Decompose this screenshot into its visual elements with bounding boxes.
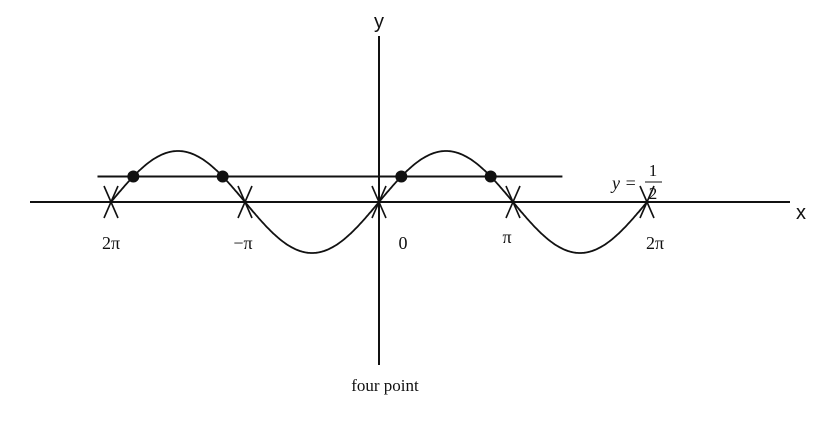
tick-label: 0 — [399, 233, 408, 253]
intersection-point — [395, 170, 408, 183]
tick-label: −π — [233, 233, 252, 253]
tick-label: 2π — [102, 233, 120, 253]
tick-label: π — [502, 227, 511, 247]
y-axis-label: y — [374, 11, 384, 33]
intersection-point — [484, 170, 497, 183]
tick-mark — [371, 185, 387, 219]
tick-label: 2π — [646, 233, 664, 253]
equation-lhs: y = — [610, 173, 637, 193]
intersection-point — [127, 170, 140, 183]
tick-mark — [505, 185, 521, 219]
equation-numerator: 1 — [649, 161, 658, 180]
equation-denominator: 2 — [649, 184, 658, 203]
tick-mark — [237, 185, 253, 219]
tick-mark — [639, 185, 655, 219]
tick-mark — [103, 185, 119, 219]
line-equation-label: y = 1 2 — [610, 161, 662, 203]
caption: four point — [351, 376, 419, 395]
x-axis-label: x — [796, 202, 806, 224]
intersection-point — [216, 170, 229, 183]
